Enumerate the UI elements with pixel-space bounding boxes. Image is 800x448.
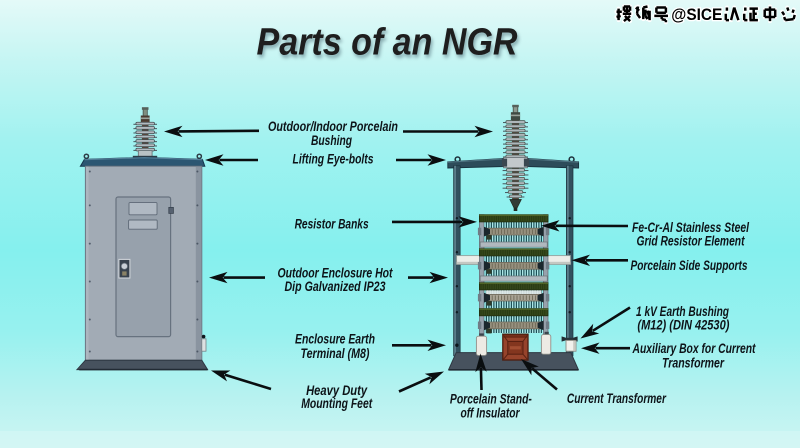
svg-text:off Insulator: off Insulator — [461, 406, 521, 422]
svg-text:Outdoor/Indoor Porcelain: Outdoor/Indoor Porcelain — [268, 119, 398, 135]
svg-text:Grid Resistor Element: Grid Resistor Element — [637, 234, 746, 250]
svg-text:Fe-Cr-Al Stainless Steel: Fe-Cr-Al Stainless Steel — [632, 220, 750, 236]
svg-text:Lifting Eye-bolts: Lifting Eye-bolts — [293, 152, 374, 168]
svg-text:Enclosure Earth: Enclosure Earth — [295, 332, 375, 348]
svg-text:@SICE: @SICE — [671, 6, 722, 24]
svg-text:Heavy Duty: Heavy Duty — [306, 383, 368, 399]
svg-text:1 kV Earth Bushing: 1 kV Earth Bushing — [636, 304, 729, 320]
svg-text:Parts of an NGR: Parts of an NGR — [257, 22, 518, 64]
svg-text:Parts of an NGR: Parts of an NGR — [258, 25, 519, 67]
svg-text:Dip Galvanized IP23: Dip Galvanized IP23 — [285, 279, 386, 295]
svg-text:Resistor Banks: Resistor Banks — [295, 217, 369, 233]
svg-text:Porcelain Stand-: Porcelain Stand- — [450, 392, 532, 408]
svg-text:Bushing: Bushing — [311, 133, 352, 149]
svg-text:Current Transformer: Current Transformer — [567, 391, 667, 407]
svg-text:Porcelain Side Supports: Porcelain Side Supports — [631, 258, 748, 274]
svg-text:Transformer: Transformer — [662, 356, 725, 372]
svg-text:Auxiliary Box for Current: Auxiliary Box for Current — [632, 341, 757, 357]
svg-text:Outdoor Enclosure Hot: Outdoor Enclosure Hot — [278, 266, 394, 282]
svg-text:(M12) (DIN 42530): (M12) (DIN 42530) — [637, 318, 729, 334]
svg-text:Mounting Feet: Mounting Feet — [301, 396, 373, 412]
svg-text:Terminal (M8): Terminal (M8) — [301, 346, 370, 362]
